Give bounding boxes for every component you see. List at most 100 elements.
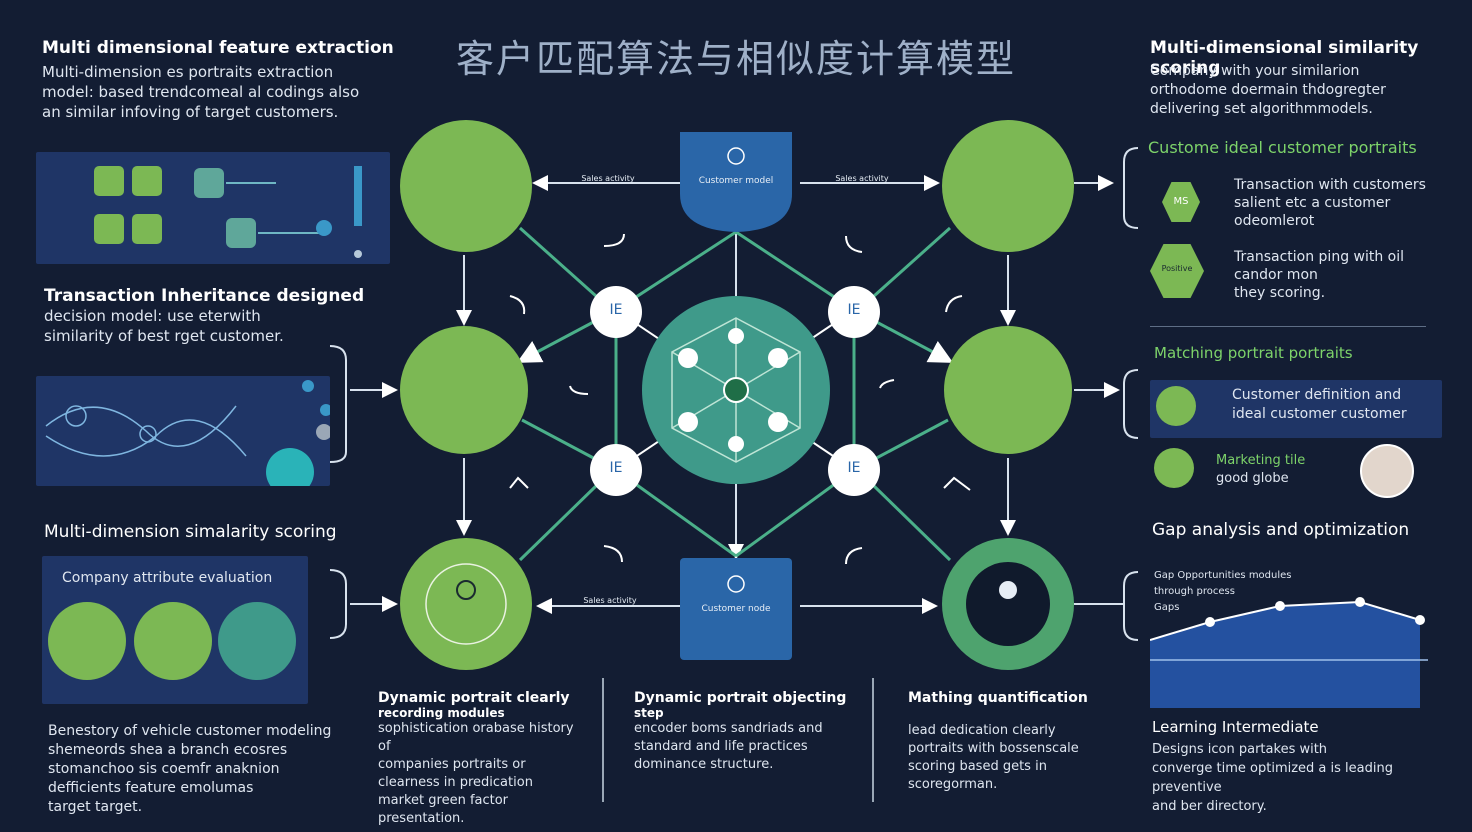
match-badge — [1156, 386, 1196, 426]
text-line: orthodome doermain thdogregter — [1150, 82, 1386, 98]
panel-text: Customer definition and ideal customer c… — [1232, 386, 1407, 424]
text-line: model: based trendcomeal al codings also — [42, 83, 360, 101]
left-section-2-title: Transaction Inheritance designed — [44, 286, 365, 306]
column-title: Dynamic portrait objecting — [634, 690, 847, 706]
badge-label: Positive — [1161, 264, 1193, 273]
gap-point — [1415, 615, 1425, 625]
bottom-column-1: Dynamic portrait clearly recording modul… — [378, 690, 588, 828]
portrait-item-text: Transaction ping with oil candor mon the… — [1234, 248, 1404, 302]
connector-label: Sales activity — [835, 174, 889, 183]
text-line: stomanchoo sis coemfr anaknion — [48, 761, 280, 777]
feature-node-top-right — [942, 120, 1074, 252]
left-section-2-text: decision model: use eterwith similarity … — [44, 306, 284, 346]
cube-icon — [194, 168, 224, 198]
column-text: sophistication orabase history of compan… — [378, 720, 588, 828]
right-section-5-title: Learning Intermediate — [1152, 718, 1319, 736]
text-line: Customer definition and — [1232, 387, 1402, 403]
database-icon — [727, 575, 745, 593]
doc-icon — [132, 166, 162, 196]
gap-chart-graphic — [1150, 597, 1428, 708]
panel-title: Company attribute evaluation — [62, 570, 273, 586]
customer-node-label: Customer node — [701, 604, 771, 614]
text-line: companies portraits or — [378, 757, 526, 772]
text-line: clearness in predication — [378, 775, 533, 790]
ring — [425, 563, 507, 645]
text-line: Transaction ping with oil — [1234, 249, 1405, 265]
bottom-column-2: Dynamic portrait objecting step encoder … — [634, 690, 860, 774]
right-section-1-title: Multi-dimensional similarity scoring — [1150, 38, 1419, 78]
feature-node-top-left — [400, 120, 532, 252]
hub-dot — [728, 436, 744, 452]
text-line: lead dedication clearly — [908, 723, 1056, 738]
column-text: lead dedication clearly portraits with b… — [908, 722, 1128, 794]
column-divider — [872, 678, 874, 802]
portrait-item-text: Transaction with customers salient etc a… — [1234, 176, 1426, 230]
doc-icon — [132, 214, 162, 244]
left-section-3-text: Benestory of vehicle customer modeling s… — [48, 722, 331, 817]
gap-area — [1150, 602, 1420, 708]
text-line: similarity of best rget customer. — [44, 327, 284, 345]
cube-icon — [226, 218, 256, 248]
node-icon — [316, 220, 332, 236]
feature-extraction-graphic — [94, 166, 362, 258]
left-section-3-title: Multi-dimension simalarity scoring — [44, 522, 337, 542]
text-line: encoder boms sandriads and — [634, 721, 823, 736]
network-icon — [727, 147, 745, 165]
feature-node-bottom-right — [942, 538, 1074, 670]
doc-icon — [94, 166, 124, 196]
junction-label: IE — [609, 302, 623, 318]
text-line: decision model: use eterwith — [44, 307, 261, 325]
feature-node-bottom-left — [400, 538, 532, 670]
text-line: defficients feature emolumas — [48, 780, 254, 796]
chart-label: through process — [1154, 586, 1235, 597]
right-section-2-title: Custome ideal customer portraits — [1148, 138, 1417, 157]
customer-model-label: Customer model — [698, 176, 774, 186]
left-section-1-text: Multi-dimension es portraits extraction … — [42, 62, 359, 122]
connector-label: Sales activity — [581, 174, 635, 183]
badge-label: MS — [1173, 196, 1189, 207]
hub-dot — [678, 412, 698, 432]
junction-label: IE — [847, 302, 861, 318]
text-line: salient etc a customer — [1234, 195, 1391, 211]
hub-dot — [768, 412, 788, 432]
node-icon — [139, 425, 157, 443]
gap-chart: Gap Opportunities modules through proces… — [1150, 566, 1428, 708]
text-line: Transaction with customers — [1234, 177, 1426, 193]
divider — [1150, 326, 1426, 327]
dot-icon — [354, 250, 362, 258]
text-line: Designs icon partakes with — [1152, 742, 1328, 757]
text-line: and ber directory. — [1152, 799, 1267, 814]
text-line: they scoring. — [1234, 285, 1326, 301]
feature-extraction-panel — [36, 152, 390, 264]
decor-chevrons — [509, 233, 971, 565]
feature-node-mid-right — [944, 326, 1072, 454]
dot-icon — [316, 424, 330, 440]
text-line: delivering set algorithmmodels. — [1150, 101, 1373, 117]
company-attribute-panel: Company attribute evaluation — [42, 556, 308, 704]
right-section-5-text: Designs icon partakes with converge time… — [1152, 740, 1462, 816]
doc-icon — [94, 214, 124, 244]
left-section-1-title: Multi dimensional feature extraction — [42, 38, 394, 58]
match-badge — [1154, 448, 1194, 488]
page-title: 客户匹配算法与相似度计算模型 — [455, 37, 1016, 81]
hub-center-icon — [723, 377, 749, 403]
hub-hexagon — [671, 317, 801, 463]
junction-label: IE — [609, 460, 623, 476]
text-line: market green factor — [378, 793, 509, 808]
text-line: scoring based gets in — [908, 759, 1047, 774]
connectors — [329, 147, 1139, 641]
text-line: good globe — [1216, 471, 1289, 486]
hub-dot — [728, 328, 744, 344]
transaction-model-panel — [36, 376, 330, 486]
text-line: Multi-dimension es portraits extraction — [42, 63, 334, 81]
text-line: presentation. — [378, 811, 465, 826]
gap-point — [1355, 597, 1365, 607]
match-item-text: Marketing tile good globe — [1216, 452, 1305, 488]
badge-circle — [266, 448, 314, 486]
dot-icon — [320, 404, 330, 416]
text-line: an similar infoving of target customers. — [42, 103, 339, 121]
evaluation-circle — [134, 602, 212, 680]
hub-spokes — [516, 226, 954, 562]
matching-panel: Customer definition and ideal customer c… — [1150, 380, 1442, 438]
hub-dot — [678, 348, 698, 368]
